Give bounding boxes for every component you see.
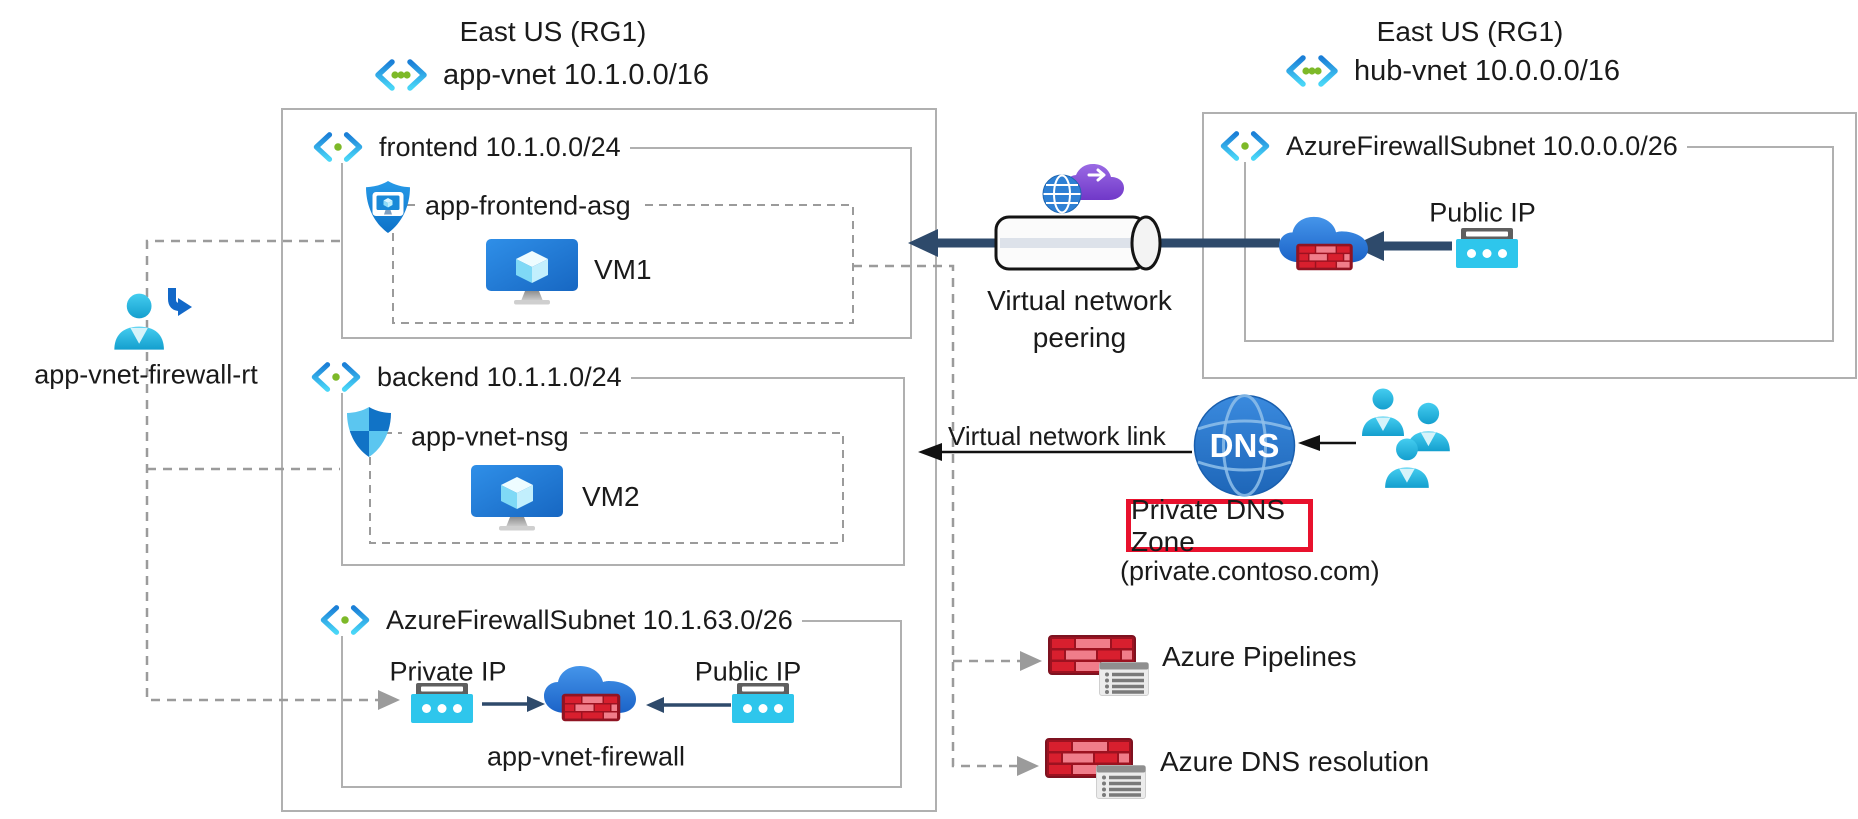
users-to-dns-arrowhead — [1298, 435, 1320, 451]
private-dns-zone-label: Private DNS Zone — [1131, 493, 1286, 557]
public-ip-label-left: Public IP — [694, 656, 802, 687]
hub-vnet-label-row: hub-vnet 10.0.0.0/16 — [1283, 54, 1620, 88]
vm2-icon — [471, 465, 563, 531]
public-ip-to-firewall-arrowhead — [646, 697, 664, 713]
vnet-link-label: Virtual network link — [948, 421, 1166, 451]
app-firewall-subnet-label: AzureFirewallSubnet 10.1.63.0/26 — [386, 604, 793, 635]
app-vnet-box — [281, 108, 937, 812]
hub-public-ip-nic-icon — [1456, 228, 1518, 268]
dns-resolution-rules-icon — [1096, 765, 1146, 799]
vm2-label: VM2 — [582, 481, 640, 512]
pipelines-arrowhead — [1020, 651, 1042, 671]
vnet-peering-icon — [1041, 162, 1125, 214]
vnet-peering-label: Virtual network peering — [987, 285, 1172, 353]
vnet-peering-cylinder-icon — [994, 215, 1162, 271]
services-dashed-connector — [853, 264, 1020, 768]
app-firewall-icon — [542, 664, 638, 722]
hub-vnet-label: hub-vnet 10.0.0.0/16 — [1354, 54, 1621, 87]
frontend-subnet-label: frontend 10.1.0.0/24 — [379, 131, 621, 162]
dns-globe-icon: DNS — [1193, 394, 1296, 497]
vm1-icon — [486, 239, 578, 305]
nsg-label: app-vnet-nsg — [402, 421, 578, 453]
route-table-arrowhead — [378, 690, 400, 710]
subnet-icon — [308, 361, 364, 393]
backend-subnet-label: backend 10.1.1.0/24 — [377, 361, 622, 392]
asg-icon — [366, 181, 410, 233]
public-ip-nic-icon — [732, 683, 794, 723]
azure-pipelines-label: Azure Pipelines — [1162, 641, 1357, 672]
hub-firewall-icon — [1277, 215, 1370, 271]
nsg-dashed-box — [369, 432, 844, 544]
asg-label: app-frontend-asg — [416, 190, 640, 222]
private-dns-zone-box: Private DNS Zone — [1126, 494, 1313, 557]
subnet-icon — [1217, 130, 1273, 162]
app-firewall-name-label: app-vnet-firewall — [486, 741, 686, 772]
route-table-dashed-connector — [145, 239, 378, 702]
hub-public-ip-label: Public IP — [1429, 197, 1536, 228]
backend-subnet-label-row: backend 10.1.1.0/24 — [299, 361, 631, 393]
hub-subnet-label: AzureFirewallSubnet 10.0.0.0/26 — [1286, 130, 1678, 161]
private-ip-to-firewall-arrowhead — [527, 696, 545, 712]
users-icon — [1362, 388, 1450, 488]
app-vnet-label: app-vnet 10.1.0.0/16 — [443, 58, 710, 91]
frontend-subnet-label-row: frontend 10.1.0.0/24 — [301, 131, 630, 163]
subnet-icon — [310, 131, 366, 163]
right-region-title: East US (RG1) — [1376, 16, 1564, 47]
nsg-icon — [346, 406, 392, 458]
vnet-icon — [372, 58, 430, 92]
dns-globe-text: DNS — [1210, 427, 1280, 464]
route-table-label: app-vnet-firewall-rt — [34, 359, 258, 390]
vnet-icon — [1283, 54, 1341, 88]
private-ip-label: Private IP — [389, 656, 507, 687]
dns-resolution-arrowhead — [1017, 756, 1039, 776]
app-vnet-label-row: app-vnet 10.1.0.0/16 — [372, 58, 709, 92]
app-firewall-subnet-label-row: AzureFirewallSubnet 10.1.63.0/26 — [308, 604, 802, 636]
left-region-title: East US (RG1) — [459, 16, 647, 47]
hub-public-ip-to-firewall-arrowhead — [1352, 231, 1384, 261]
vm1-label: VM1 — [594, 254, 652, 285]
private-ip-nic-icon — [411, 683, 473, 723]
route-table-icon — [110, 285, 194, 353]
azure-dns-resolution-label: Azure DNS resolution — [1160, 746, 1430, 777]
hub-subnet-label-row: AzureFirewallSubnet 10.0.0.0/26 — [1208, 130, 1687, 162]
vnet-link-arrowhead — [918, 443, 942, 461]
pipelines-rules-icon — [1099, 662, 1149, 696]
peering-arrowhead — [908, 229, 938, 257]
private-dns-domain-label: (private.contoso.com) — [1120, 556, 1380, 586]
subnet-icon — [317, 604, 373, 636]
